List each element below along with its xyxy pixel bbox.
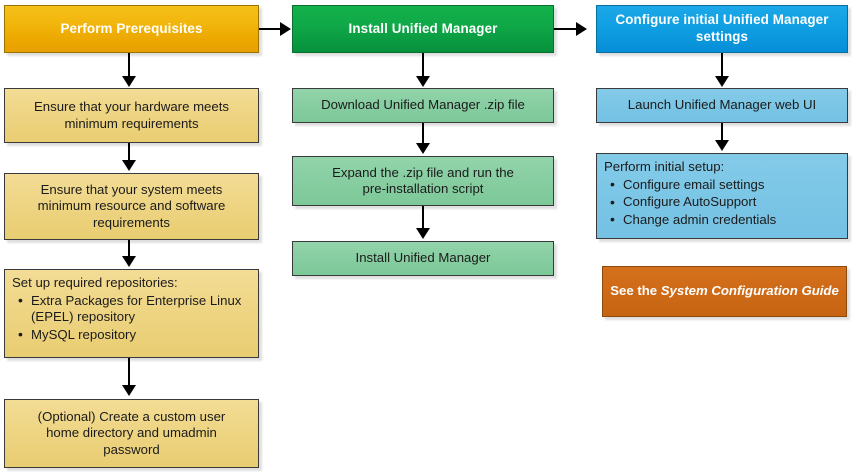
- column-header-configure[interactable]: Configure initial Unified Manager settin…: [596, 5, 848, 53]
- list-item: Change admin credentials: [610, 211, 843, 228]
- connector-line-c2-2: [422, 123, 424, 144]
- reference-prefix: See the: [610, 283, 661, 299]
- step-expand-zip-run-script[interactable]: Expand the .zip file and run the pre-ins…: [292, 156, 554, 206]
- step-launch-web-ui-label: Launch Unified Manager web UI: [627, 97, 817, 113]
- connector-arrow-c2-c3: [576, 22, 587, 36]
- connector-line-c3-2: [721, 123, 723, 141]
- connector-arrow-c2-2: [416, 143, 430, 154]
- connector-arrow-c1-3: [122, 256, 136, 267]
- list-item: Extra Packages for Enterprise Linux (EPE…: [18, 292, 254, 326]
- step-perform-initial-setup-lead: Perform initial setup:: [604, 159, 725, 174]
- reference-system-configuration-guide[interactable]: See the System Configuration Guide: [602, 266, 847, 317]
- step-install-unified-manager[interactable]: Install Unified Manager: [292, 241, 554, 276]
- column-header-install[interactable]: Install Unified Manager: [292, 5, 554, 53]
- connector-arrow-c2-1: [416, 76, 430, 87]
- step-custom-user-line2: home directory and umadmin: [46, 425, 217, 441]
- column-header-prerequisites[interactable]: Perform Prerequisites: [4, 5, 259, 53]
- step-expand-zip-line2: pre-installation script: [362, 181, 484, 196]
- step-perform-initial-setup-list: Configure email settings Configure AutoS…: [597, 176, 847, 228]
- step-required-repositories[interactable]: Set up required repositories: Extra Pack…: [4, 269, 259, 358]
- connector-arrow-c1-2: [122, 160, 136, 171]
- connector-arrow-c3-1: [715, 76, 729, 87]
- step-hardware-requirements-line1: Ensure that your hardware meets: [34, 99, 229, 114]
- list-item: Configure email settings: [610, 176, 843, 193]
- step-hardware-requirements-line2: minimum requirements: [64, 115, 199, 131]
- step-download-zip[interactable]: Download Unified Manager .zip file: [292, 88, 554, 123]
- connector-line-c1-2: [128, 143, 130, 161]
- connector-arrow-c2-3: [416, 228, 430, 239]
- connector-arrow-c3-2: [715, 140, 729, 151]
- connector-arrow-c1-4: [122, 385, 136, 396]
- connector-line-c1-4: [128, 358, 130, 386]
- reference-title: System Configuration Guide: [660, 283, 839, 299]
- list-item: MySQL repository: [18, 326, 254, 343]
- connector-line-c2-c3: [554, 28, 578, 30]
- step-system-requirements-line3: requirements: [93, 214, 170, 230]
- connector-line-c3-1: [721, 53, 723, 77]
- step-install-unified-manager-label: Install Unified Manager: [355, 250, 491, 266]
- list-item: Configure AutoSupport: [610, 194, 843, 211]
- step-custom-user-line1: (Optional) Create a custom user: [37, 408, 226, 424]
- step-system-requirements-line2: minimum resource and software: [37, 198, 226, 214]
- column-header-configure-label: Configure initial Unified Manager settin…: [615, 12, 829, 44]
- step-hardware-requirements[interactable]: Ensure that your hardware meets minimum …: [4, 88, 259, 143]
- column-header-prerequisites-label: Perform Prerequisites: [60, 20, 203, 36]
- step-required-repositories-list: Extra Packages for Enterprise Linux (EPE…: [5, 292, 258, 343]
- connector-line-c1-3: [128, 240, 130, 257]
- connector-arrow-c1-c2: [280, 22, 291, 36]
- reference-text: See the System Configuration Guide: [603, 283, 846, 300]
- connector-line-c2-1: [422, 53, 424, 77]
- step-perform-initial-setup[interactable]: Perform initial setup: Configure email s…: [596, 153, 848, 239]
- connector-line-c1-1: [128, 53, 130, 77]
- connector-arrow-c1-1: [122, 76, 136, 87]
- step-expand-zip-line1: Expand the .zip file and run the: [332, 164, 514, 180]
- connector-line-c2-3: [422, 206, 424, 229]
- step-required-repositories-lead: Set up required repositories:: [12, 275, 178, 290]
- step-custom-user-home-directory[interactable]: (Optional) Create a custom user home dir…: [4, 399, 259, 468]
- step-launch-web-ui[interactable]: Launch Unified Manager web UI: [596, 88, 848, 123]
- column-header-install-label: Install Unified Manager: [348, 20, 498, 36]
- step-system-requirements[interactable]: Ensure that your system meets minimum re…: [4, 173, 259, 240]
- step-custom-user-line3: password: [103, 441, 160, 457]
- connector-line-c1-c2: [259, 28, 282, 30]
- step-system-requirements-line1: Ensure that your system meets: [40, 181, 223, 197]
- step-download-zip-label: Download Unified Manager .zip file: [321, 97, 525, 113]
